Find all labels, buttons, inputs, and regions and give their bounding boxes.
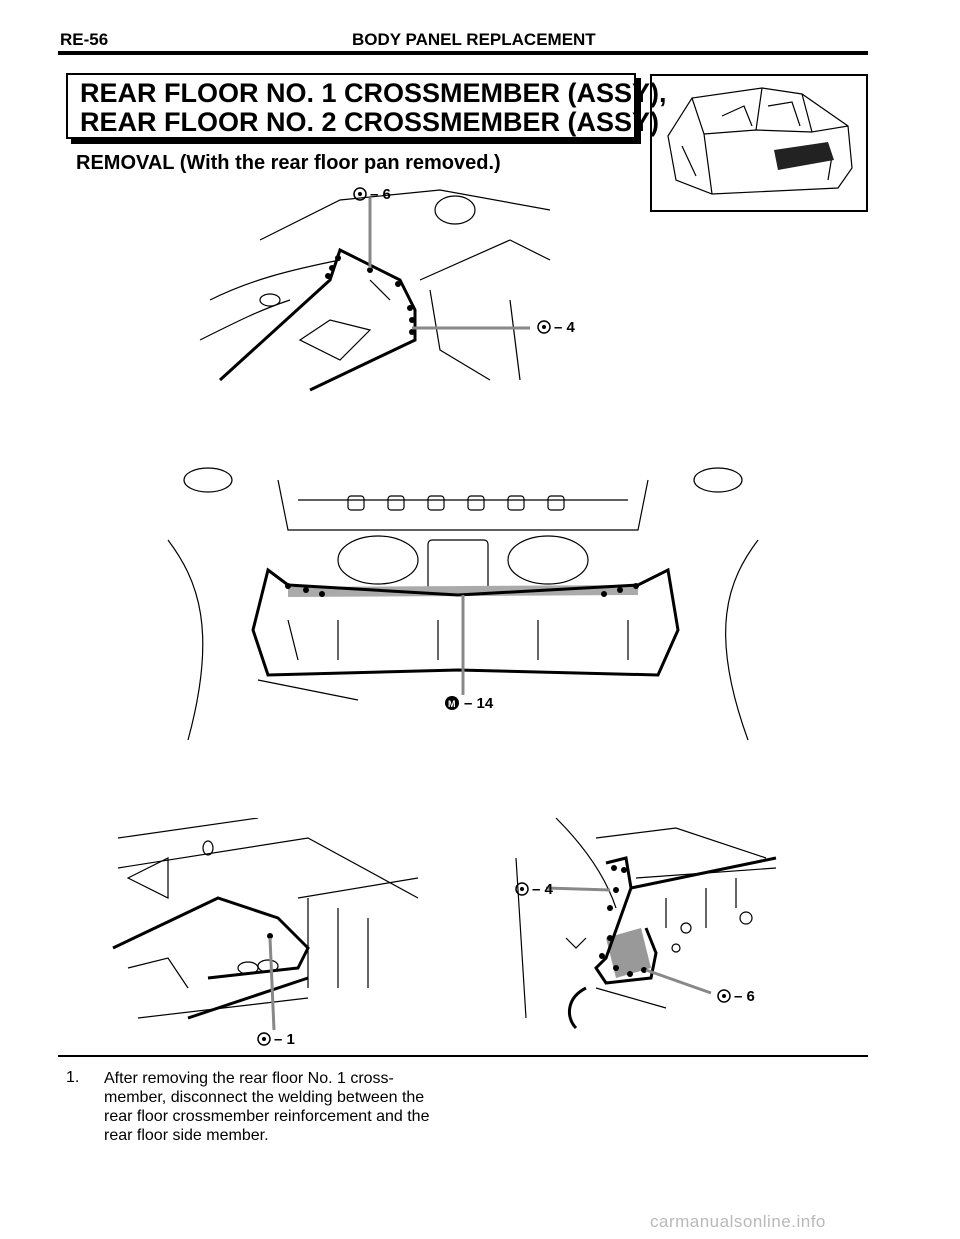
removal-subtitle: REMOVAL (With the rear floor pan removed… xyxy=(76,152,501,174)
section-title: BODY PANEL REPLACEMENT xyxy=(352,30,596,49)
figure-4-crossmember-right: – 4 – 6 xyxy=(515,818,777,1030)
callout-fig4-left: – 4 xyxy=(532,881,554,898)
callout-fig4-right: – 6 xyxy=(734,988,755,1005)
highlighted-crossmember xyxy=(774,142,834,170)
page-code: RE-56 xyxy=(60,30,109,49)
mig-symbol-label: M xyxy=(448,699,456,709)
car-body-illustration xyxy=(667,87,853,195)
figure-3-crossmember-left: – 1 xyxy=(112,818,419,1048)
callout-fig1-top: – 6 xyxy=(370,186,391,203)
step-number: 1. xyxy=(66,1069,80,1086)
title-line-2: REAR FLOOR NO. 2 CROSSMEMBER (ASSY) xyxy=(80,107,660,137)
spot-weld-symbol-icon xyxy=(353,187,367,201)
mig-weld-symbol-icon xyxy=(445,696,459,710)
spot-weld-symbol-icon xyxy=(515,882,529,896)
watermark: carmanualsonline.info xyxy=(650,1212,826,1231)
footer-rule xyxy=(58,1055,868,1057)
spot-weld-symbol-icon xyxy=(537,320,551,334)
procedure-title-box: REAR FLOOR NO. 1 CROSSMEMBER (ASSY), REA… xyxy=(66,73,667,139)
callout-fig3-bottom: – 1 xyxy=(274,1031,295,1048)
figure-2-crossmember: M – 14 xyxy=(167,467,759,741)
figure-1-side-member: – 6 – 4 xyxy=(199,186,576,392)
callout-fig1-right: – 4 xyxy=(554,319,576,336)
title-line-1: REAR FLOOR NO. 1 CROSSMEMBER (ASSY), xyxy=(80,78,667,108)
car-body-thumbnail xyxy=(650,74,868,212)
callout-fig2-bottom: – 14 xyxy=(464,695,494,712)
header-rule xyxy=(58,51,868,55)
spot-weld-symbol-icon xyxy=(717,989,731,1003)
step-text: After removing the rear floor No. 1 cros… xyxy=(104,1070,430,1144)
spot-weld-symbol-icon xyxy=(257,1032,271,1046)
